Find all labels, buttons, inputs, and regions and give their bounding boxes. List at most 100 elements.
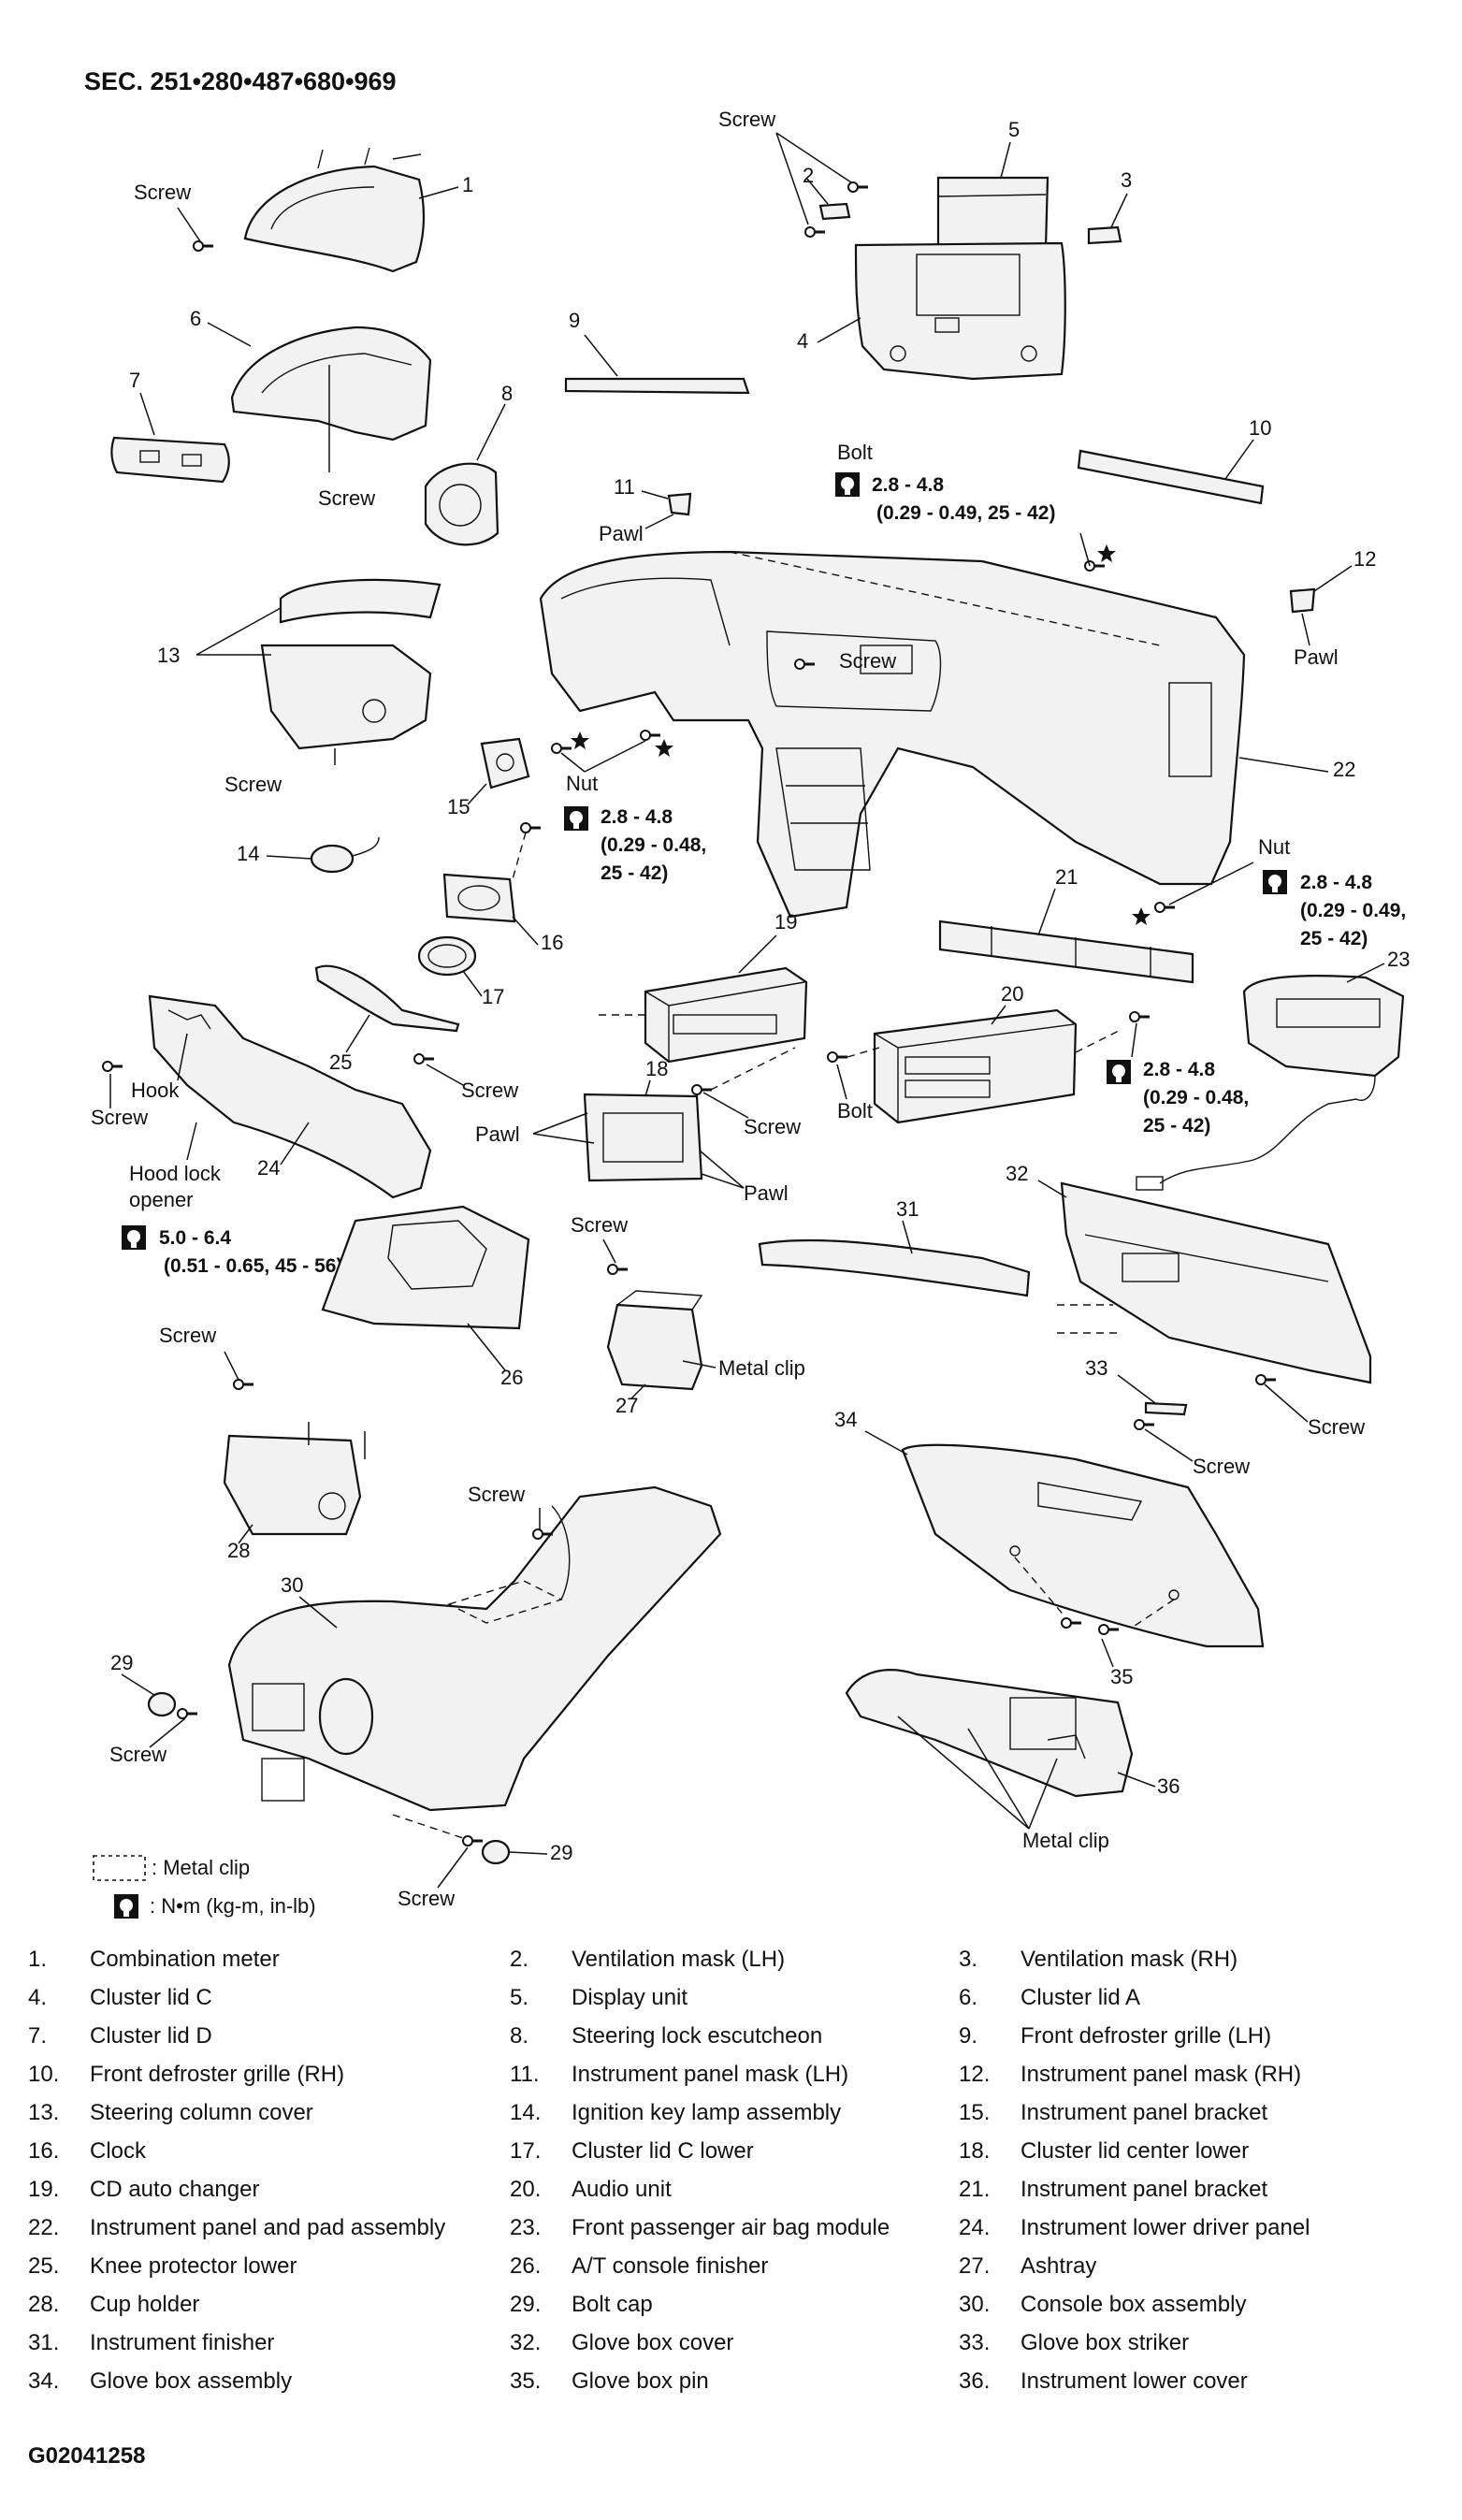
legend-item: 12.Instrument panel mask (RH) (959, 2061, 1370, 2089)
part-steering-column-cover (260, 578, 441, 750)
torque-spec-d-line1: 2.8 - 4.8 (1143, 1059, 1215, 1080)
legend-item: 30.Console box assembly (959, 2291, 1370, 2319)
callout-11: 11 (614, 475, 635, 499)
callout-32: 32 (1006, 1162, 1028, 1185)
legend-item-name: Knee protector lower (90, 2253, 297, 2279)
legend-item-number: 25. (28, 2253, 60, 2279)
legend-item-number: 1. (28, 1947, 48, 1972)
legend-item: 33.Glove box striker (959, 2329, 1370, 2357)
legend-item-name: Display unit (572, 1985, 688, 2010)
legend-item: 34. Glove box assembly (28, 2368, 510, 2396)
part-clock (442, 832, 527, 923)
callout-18: 18 (645, 1057, 668, 1080)
callout-4: 4 (797, 329, 808, 353)
part-ventilation-mask-lh (818, 202, 851, 221)
legend-item-name: Cluster lid D (90, 2023, 212, 2049)
callout-8: 8 (501, 382, 513, 405)
torque-spec-e-line2: (0.51 - 0.65, 45 - 56) (164, 1255, 342, 1277)
part-instrument-panel-bracket-15 (480, 737, 530, 789)
legend-item-name: Cluster lid A (1021, 1985, 1141, 2010)
legend-item: 8. Steering lock escutcheon (510, 2022, 959, 2050)
legend-item: 31.Instrument finisher (28, 2329, 510, 2357)
part-front-passenger-air-bag-module (1136, 975, 1405, 1191)
part-instrument-panel-bracket-21 (938, 920, 1194, 984)
part-cluster-lid-center-lower (583, 1093, 703, 1182)
part-instrument-finisher (758, 1238, 1031, 1297)
callout-33: 33 (1085, 1356, 1107, 1380)
legend-item: 21.Instrument panel bracket (959, 2176, 1370, 2204)
legend-item-number: 30. (959, 2292, 991, 2317)
part-instrument-panel-mask-rh (1289, 587, 1316, 614)
legend-item: 22.Instrument panel and pad assembly (28, 2214, 510, 2242)
label-screw-30: Screw (468, 1483, 525, 1506)
label-screw-29b: Screw (398, 1887, 455, 1910)
part-glove-box-striker (1144, 1401, 1188, 1416)
part-bolt-cap-right (481, 1839, 511, 1865)
legend-item-number: 16. (28, 2138, 60, 2164)
callout-6: 6 (190, 307, 201, 330)
legend-item-name: Instrument lower driver panel (1021, 2215, 1310, 2240)
torque-spec-b-line1: 2.8 - 4.8 (601, 806, 673, 828)
part-at-console-finisher (321, 1205, 530, 1330)
label-screw-13: Screw (224, 773, 282, 796)
legend-item: 19.CD auto changer (28, 2176, 510, 2204)
legend-item: 2.Ventilation mask (LH) (510, 1946, 959, 1974)
part-ignition-key-lamp-assembly (310, 836, 380, 874)
legend-item: 26. A/T console finisher (510, 2252, 959, 2281)
legend-item-number: 34. (28, 2368, 60, 2394)
callout-13: 13 (157, 644, 180, 667)
legend-item: 5.Display unit (510, 1984, 959, 2012)
callout-9: 9 (569, 309, 580, 332)
legend-item: 11.Instrument panel mask (LH) (510, 2061, 959, 2089)
legend-item: 24. Instrument lower driver panel (959, 2214, 1370, 2242)
legend-item-name: A/T console finisher (572, 2253, 769, 2279)
legend-item-number: 18. (959, 2138, 991, 2164)
exploded-parts-diagram: SEC. 251•280•487•680•969 Screw 1 6 Screw… (84, 67, 1410, 1919)
legend-item-name: Steering lock escutcheon (572, 2023, 823, 2049)
legend-item-number: 24. (959, 2215, 991, 2240)
legend-item: 29.Bolt cap (510, 2291, 959, 2319)
callout-15: 15 (447, 795, 470, 818)
legend-item-number: 11. (510, 2062, 540, 2087)
legend-item-name: Ignition key lamp assembly (572, 2100, 842, 2125)
torque-spec-b-line2: (0.29 - 0.48, (601, 834, 706, 856)
callout-29a: 29 (110, 1651, 133, 1674)
legend-item-name: Instrument finisher (90, 2330, 275, 2355)
torque-spec-a-line2: (0.29 - 0.49, 25 - 42) (876, 502, 1055, 524)
legend-item-name: Instrument panel mask (RH) (1021, 2062, 1302, 2087)
legend-item: 27.Ashtray (959, 2252, 1370, 2281)
part-instrument-panel-mask-lh (667, 492, 692, 516)
callout-17: 17 (482, 985, 504, 1008)
legend-item-name: Glove box striker (1021, 2330, 1190, 2355)
callout-10: 10 (1249, 416, 1271, 440)
part-display-unit (936, 176, 1049, 253)
callout-19: 19 (774, 910, 797, 934)
part-front-defroster-grille-rh (1077, 449, 1265, 505)
part-front-defroster-grille-lh (564, 377, 750, 395)
legend-item-number: 21. (959, 2177, 991, 2202)
legend-item: 9.Front defroster grille (LH) (959, 2022, 1370, 2050)
legend-item-name: Audio unit (572, 2177, 672, 2202)
part-audio-unit (873, 1008, 1123, 1124)
callout-14: 14 (237, 842, 259, 865)
callout-3: 3 (1121, 168, 1132, 192)
legend-item-name: Cluster lid C lower (572, 2138, 754, 2164)
label-screw-6: Screw (318, 486, 375, 510)
label-screw-25: Screw (461, 1079, 518, 1102)
label-screw-28: Screw (159, 1324, 216, 1347)
part-cd-auto-changer (599, 966, 808, 1064)
legend-item-number: 26. (510, 2253, 542, 2279)
callout-23: 23 (1387, 948, 1410, 971)
legend-item-number: 32. (510, 2330, 542, 2355)
legend-item-number: 8. (510, 2023, 529, 2049)
legend-item-number: 20. (510, 2177, 542, 2202)
label-pawl-12: Pawl (1294, 645, 1339, 669)
part-instrument-panel-and-pad-assembly (539, 550, 1246, 919)
label-metal-clip-27: Metal clip (718, 1356, 805, 1380)
legend-item-number: 23. (510, 2215, 542, 2240)
legend-item-number: 36. (959, 2368, 991, 2394)
legend-item-name: Glove box assembly (90, 2368, 293, 2394)
part-instrument-lower-cover (845, 1669, 1134, 1798)
legend-item-number: 13. (28, 2100, 60, 2125)
part-glove-box-pin (1014, 1557, 1175, 1636)
